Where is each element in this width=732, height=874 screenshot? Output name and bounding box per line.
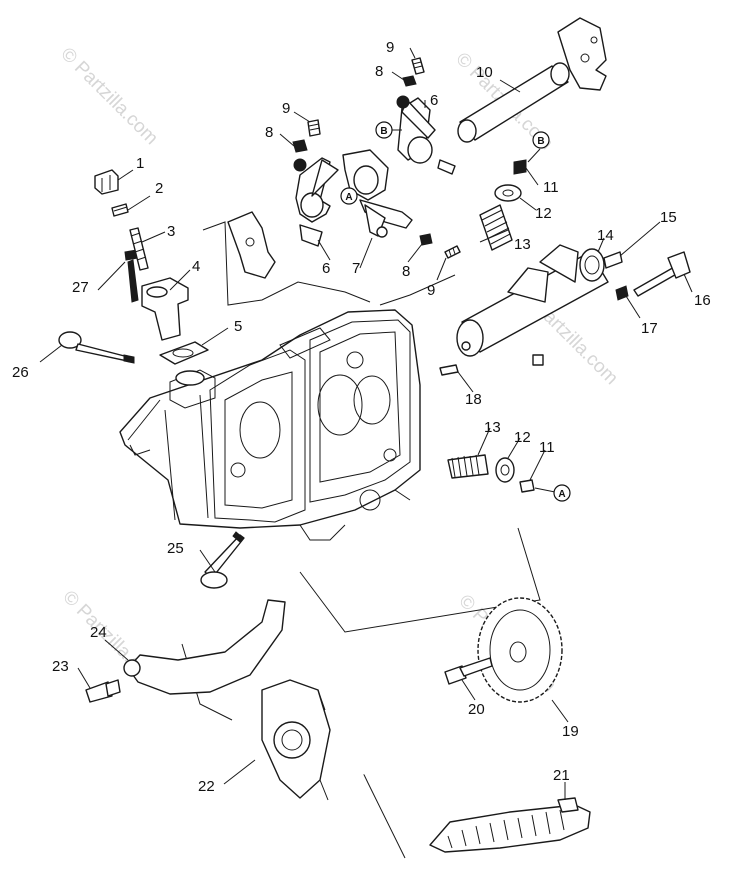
callout-11-bottom: 11 bbox=[539, 439, 555, 456]
ref-marker-b-right: B bbox=[537, 136, 544, 147]
camshaft bbox=[439, 244, 623, 376]
callout-8-top: 8 bbox=[375, 63, 383, 80]
callout-19: 19 bbox=[562, 723, 579, 740]
adjusters bbox=[292, 57, 461, 259]
leader-lines bbox=[39, 47, 693, 800]
ref-marker-b-left: B bbox=[380, 126, 387, 137]
callout-26: 26 bbox=[12, 364, 29, 381]
callout-23: 23 bbox=[52, 658, 69, 675]
chain-guide-lower bbox=[429, 797, 591, 853]
callout-4: 4 bbox=[192, 258, 200, 275]
callout-8-left: 8 bbox=[265, 124, 273, 141]
decompression-shaft bbox=[615, 251, 691, 301]
callout-10: 10 bbox=[476, 64, 493, 81]
callout-22: 22 bbox=[198, 778, 215, 795]
ref-marker-a-bottom: A bbox=[558, 489, 565, 500]
callout-8-bottom: 8 bbox=[402, 263, 410, 280]
callout-21: 21 bbox=[553, 767, 570, 784]
callout-6-left: 6 bbox=[322, 260, 330, 277]
chain-guide-upper bbox=[85, 599, 286, 703]
callout-12-bottom: 12 bbox=[514, 429, 531, 446]
callout-24: 24 bbox=[90, 624, 107, 641]
reference-markers: A B B A bbox=[340, 121, 571, 502]
callout-7: 7 bbox=[352, 260, 360, 277]
rocker-arms bbox=[293, 95, 456, 247]
callout-1: 1 bbox=[136, 155, 144, 172]
cam-chain bbox=[246, 663, 457, 801]
valves bbox=[58, 331, 245, 589]
callout-25: 25 bbox=[167, 540, 184, 557]
ref-marker-a-top: A bbox=[345, 192, 352, 203]
callout-12-top: 12 bbox=[535, 205, 552, 222]
callout-6-right: 6 bbox=[430, 92, 438, 109]
callout-5: 5 bbox=[234, 318, 242, 335]
callout-2: 2 bbox=[155, 180, 163, 197]
callout-20: 20 bbox=[468, 701, 485, 718]
watermark-top-left: © Partzilla.com bbox=[56, 44, 161, 149]
callout-9-bottom: 9 bbox=[427, 282, 435, 299]
cam-sprocket bbox=[444, 597, 563, 703]
callout-3: 3 bbox=[167, 223, 175, 240]
callout-15: 15 bbox=[660, 209, 677, 226]
callout-13-top: 13 bbox=[514, 236, 531, 253]
tensioner-assembly bbox=[94, 169, 209, 365]
callout-16: 16 bbox=[694, 292, 711, 309]
callout-labels: 1 2 3 4 5 6 6 7 8 8 8 9 9 9 10 11 11 12 … bbox=[12, 39, 711, 795]
valve-springs bbox=[447, 159, 535, 493]
callout-18: 18 bbox=[465, 391, 482, 408]
callout-9-top: 9 bbox=[386, 39, 394, 56]
callout-9-left: 9 bbox=[282, 100, 290, 117]
rocker-shaft bbox=[227, 17, 607, 279]
callout-13-bottom: 13 bbox=[484, 419, 501, 436]
callout-14: 14 bbox=[597, 227, 614, 244]
callout-17: 17 bbox=[641, 320, 658, 337]
callout-27: 27 bbox=[72, 279, 89, 296]
callout-11-top: 11 bbox=[543, 179, 559, 196]
cylinder-head bbox=[119, 309, 421, 541]
